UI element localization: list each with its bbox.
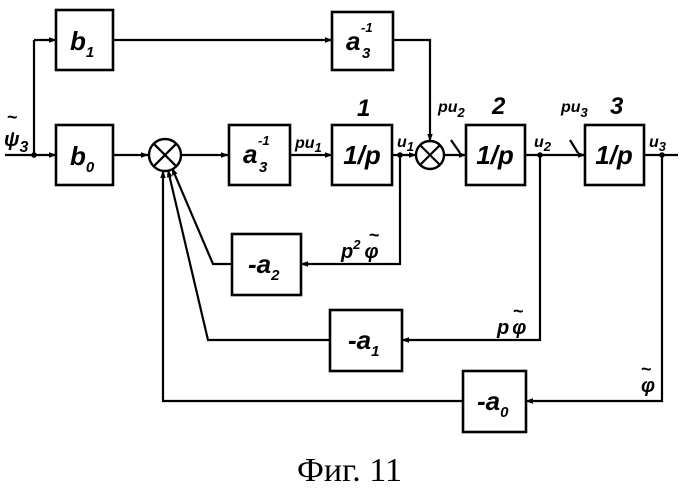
signal-label-pu1: pu1 [294,135,322,155]
block-a3inv-top: a -1 3 [332,12,393,70]
svg-text:ψ3: ψ3 [4,129,28,156]
svg-text:3: 3 [259,159,268,176]
block-integrator-1: 1/p 1 [332,95,392,185]
svg-text:~: ~ [513,301,524,321]
summing-junction-2 [416,141,444,169]
block-neg-a1: -a1 [330,310,402,371]
summing-junction-1 [149,139,181,171]
block-neg-a0: -a0 [463,371,526,432]
signal-label-u3: u3 [649,134,667,154]
svg-text:1/p: 1/p [595,140,633,170]
svg-text:~: ~ [641,359,652,379]
block-number-3: 3 [610,93,624,120]
svg-text:3: 3 [362,45,371,62]
signal-label-pphi: pφ ~ [496,301,526,339]
block-integrator-2: 1/p 2 [466,93,525,185]
split-dot-input [31,152,37,158]
block-a3inv-mid: a -1 3 [229,125,290,185]
block-b0: b0 [56,125,113,185]
svg-text:~: ~ [7,107,18,127]
a3inv-to-summer2-arrow [393,40,430,141]
block-b1: b1 [56,10,113,70]
svg-text:-1: -1 [361,20,373,35]
svg-text:~: ~ [369,225,380,245]
block-diagram: b1 b0 a -1 3 a -1 3 1/p 1 1/p 2 1/p 3 -a… [0,0,699,450]
split-dot-u1 [397,152,403,158]
block-number-2: 2 [491,93,506,120]
signal-label-p2phi: p2φ ~ [340,225,380,263]
figure-caption: Фиг. 11 [0,452,699,490]
svg-text:a: a [346,26,360,56]
block-number-1: 1 [357,95,370,122]
signal-label-input: ~ ψ3 [4,107,28,156]
svg-text:a: a [243,139,257,169]
a0-to-summer1-arrow [163,171,463,401]
pu3-tick [570,140,578,153]
block-neg-a2: -a2 [232,234,301,295]
pu2-tick [451,140,460,153]
signal-label-pu2: pu2 [437,99,466,120]
signal-label-pu3: pu3 [560,99,589,120]
signal-label-u1: u1 [397,134,414,154]
split-dot-u2 [537,152,543,158]
signal-label-u2: u2 [534,134,552,154]
a2-to-summer1-arrow [172,168,232,264]
block-integrator-3: 1/p 3 [585,93,644,185]
signal-label-phi: φ ~ [641,359,655,397]
svg-text:-1: -1 [258,133,270,148]
svg-text:1/p: 1/p [476,140,514,170]
svg-text:1/p: 1/p [343,140,381,170]
